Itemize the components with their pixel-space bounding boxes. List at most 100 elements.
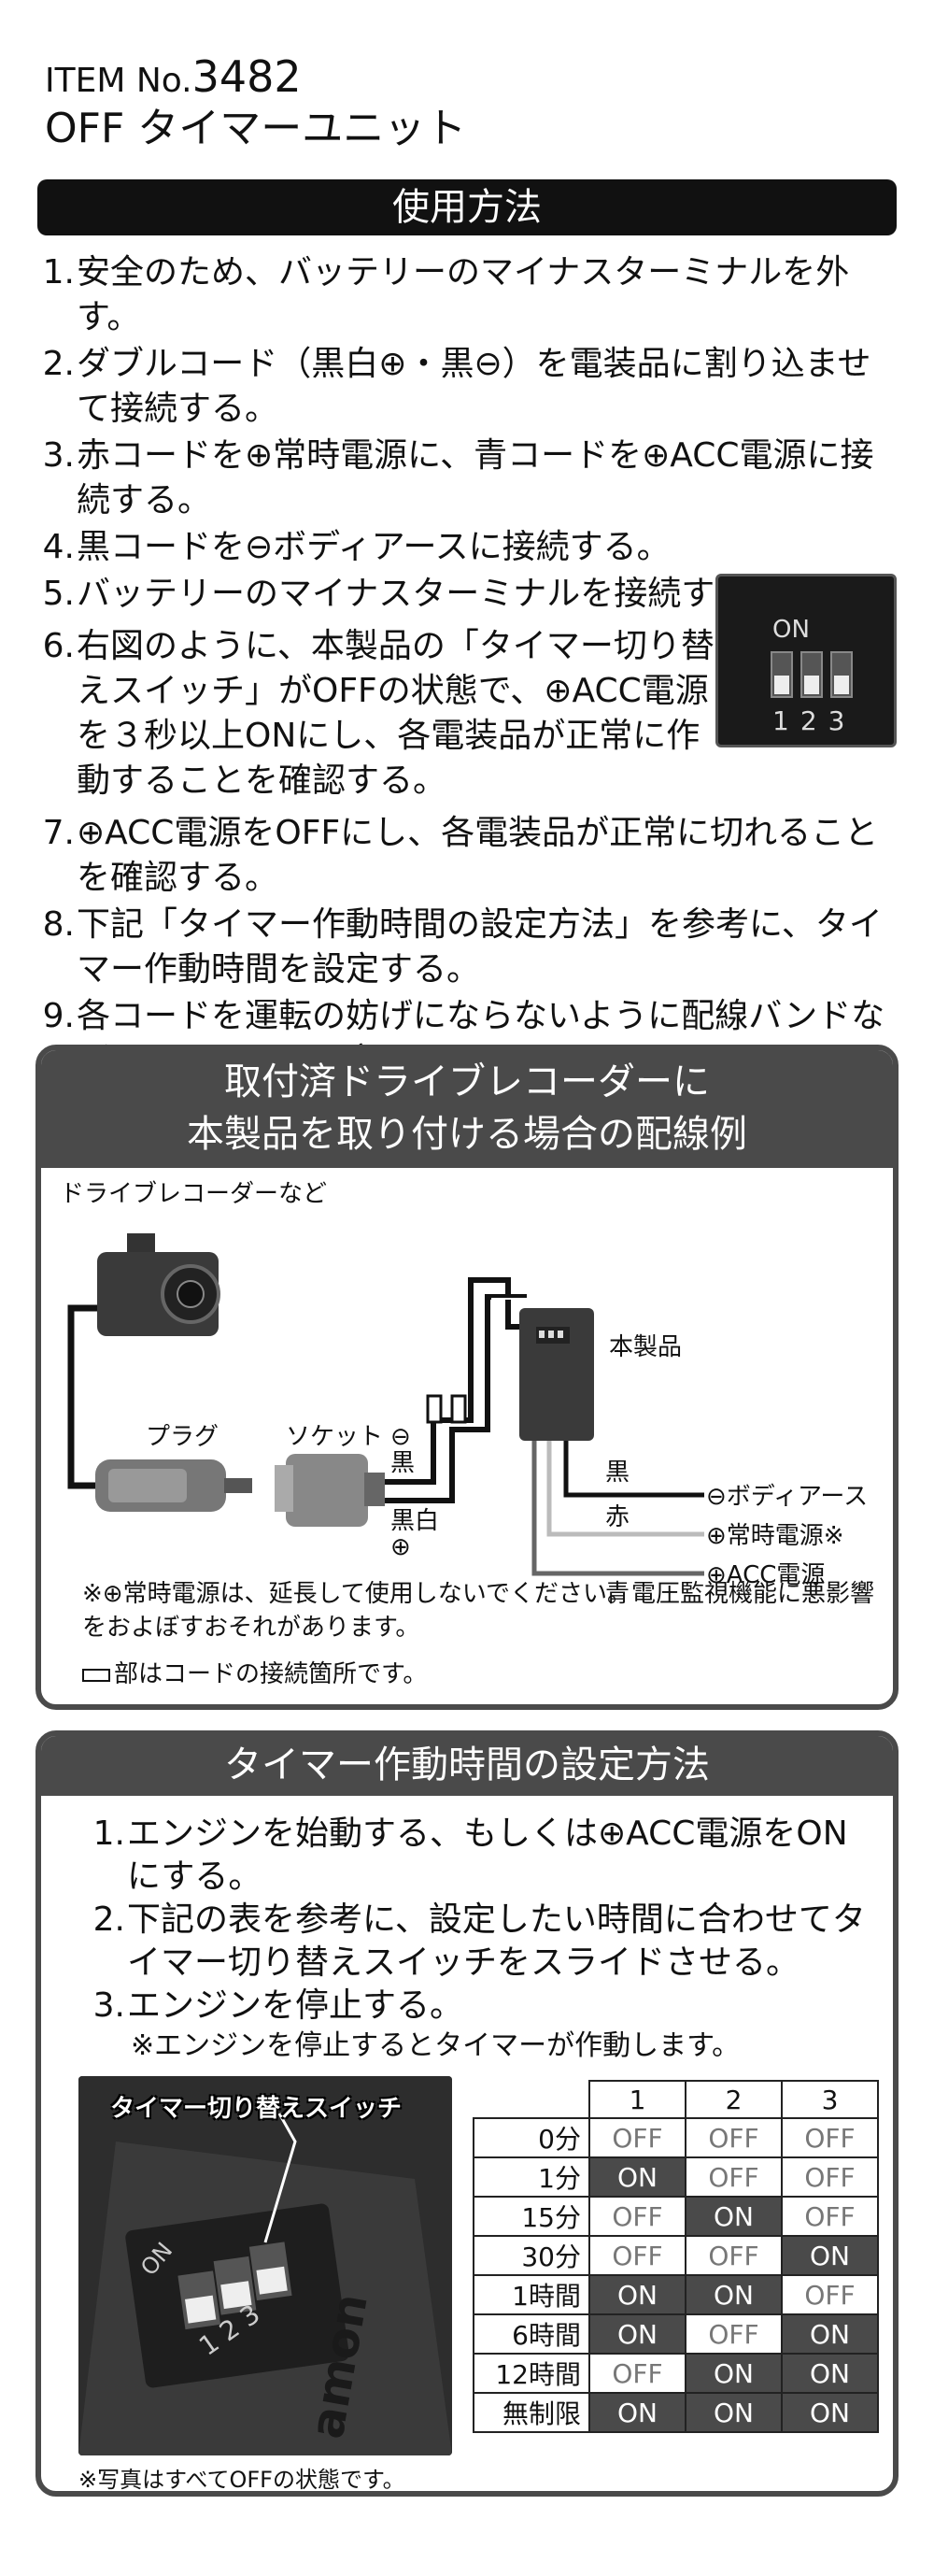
product-name: OFF タイマーユニット	[45, 105, 467, 152]
row-header: 0分	[473, 2117, 590, 2158]
table-cell: OFF	[781, 2196, 879, 2237]
timer-step: 1. エンジンを始動する、もしくは⊕ACC電源をONにする。	[84, 1813, 878, 1899]
step-number: 3.	[92, 1986, 125, 2025]
table-cell: ON	[781, 2313, 879, 2355]
step-text: エンジンを停止する。	[127, 1986, 464, 2025]
table-cell: ON	[685, 2274, 783, 2315]
row-header: 15分	[473, 2196, 590, 2237]
column-header: 3	[781, 2080, 879, 2119]
step-number: 3.	[42, 436, 75, 475]
table-cell: ON	[588, 2392, 686, 2433]
row-header: 1時間	[473, 2274, 590, 2315]
step-text: 黒コードを⊖ボディアースに接続する。	[77, 528, 671, 566]
table-cell: ON	[685, 2196, 783, 2237]
row-header: 無制限	[473, 2392, 590, 2433]
constant-power-label: ⊕常時電源※	[706, 1522, 844, 1550]
timer-setting-panel: タイマー作動時間の設定方法 1. エンジンを始動する、もしくは⊕ACC電源をON…	[35, 1730, 899, 2497]
connection-note-text: 部はコードの接続箇所です。	[114, 1660, 428, 1688]
table-cell: OFF	[781, 2117, 879, 2158]
timer-panel-title: タイマー作動時間の設定方法	[41, 1736, 893, 1796]
usage-steps: 1. 安全のため、バッテリーのマイナスターミナルを外す。 2. ダブルコード（黒…	[35, 250, 904, 1084]
product-label: 本製品	[609, 1333, 682, 1361]
table-cell: OFF	[588, 2235, 686, 2276]
body-earth-label: ⊖ボディアース	[706, 1483, 868, 1511]
wiring-title-line1: 取付済ドライブレコーダーに	[224, 1060, 710, 1103]
dip-switch-2	[800, 651, 823, 698]
wire-blue-label: 青	[605, 1580, 630, 1607]
step-number: 8.	[42, 905, 75, 944]
wiring-example-panel: 取付済ドライブレコーダーに 本製品を取り付ける場合の配線例 ドライブレコーダーな…	[35, 1045, 899, 1710]
black-white-label: 黒白	[390, 1507, 439, 1535]
table-cell: ON	[588, 2274, 686, 2315]
item-prefix: ITEM No.	[45, 62, 192, 100]
plus-sign-label: ⊕	[390, 1533, 411, 1561]
dip-on-label: ON	[772, 616, 810, 644]
plug-icon	[95, 1459, 252, 1512]
table-cell: ON	[781, 2392, 879, 2433]
timer-table-header: 1 2 3	[474, 2080, 879, 2119]
socket-label: ソケット	[286, 1423, 383, 1451]
wiring-diagram: ドライブレコーダーなど プラグ ソケット ⊖ 黒 黒白 ⊕	[60, 1180, 868, 1607]
step-text: エンジンを始動する、もしくは⊕ACC電源をONにする。	[127, 1815, 848, 1896]
dip-switch-1	[771, 651, 793, 698]
step-number: 2.	[92, 1900, 125, 1939]
step-text: 右図のように、本製品の「タイマー切り替えスイッチ」がOFFの状態で、⊕ACC電源…	[77, 627, 715, 800]
usage-step: 2. ダブルコード（黒白⊕・黒⊖）を電装品に割り込ませて接続する。	[35, 342, 904, 432]
dashcam-label: ドライブレコーダーなど	[60, 1180, 327, 1208]
step-number: 7.	[42, 814, 75, 852]
column-header: 2	[685, 2080, 783, 2119]
usage-step: 6. 右図のように、本製品の「タイマー切り替えスイッチ」がOFFの状態で、⊕AC…	[35, 624, 904, 804]
table-corner	[474, 2081, 590, 2119]
wiring-title-line2: 本製品を取り付ける場合の配線例	[187, 1113, 747, 1156]
usage-step: 4. 黒コードを⊖ボディアースに接続する。	[35, 525, 904, 570]
plug-label: プラグ	[146, 1423, 219, 1451]
switch-photo-art: ON 1 2 3 amon	[78, 2076, 452, 2455]
black-short-label: 黒	[390, 1449, 415, 1477]
table-cell: OFF	[588, 2353, 686, 2394]
usage-step: 5. バッテリーのマイナスターミナルを接続する。	[35, 572, 904, 617]
minus-sign-label: ⊖	[390, 1423, 411, 1451]
wire-red-label: 赤	[605, 1503, 630, 1531]
table-cell: ON	[588, 2313, 686, 2355]
photo-note: ※写真はすべてOFFの状態です。	[78, 2467, 405, 2493]
table-cell: OFF	[685, 2156, 783, 2198]
timer-sub-note: ※エンジンを停止するとタイマーが作動します。	[131, 2029, 741, 2062]
product-unit-icon	[519, 1308, 594, 1441]
timer-step: 2. 下記の表を参考に、設定したい時間に合わせてタイマー切り替えスイッチをスライ…	[84, 1899, 878, 1985]
table-cell: OFF	[781, 2274, 879, 2315]
usage-step: 3. 赤コードを⊕常時電源に、青コードを⊕ACC電源に接続する。	[35, 434, 904, 523]
usage-title: 使用方法	[37, 179, 897, 235]
step-text: 下記の表を参考に、設定したい時間に合わせてタイマー切り替えスイッチをスライドさせ…	[127, 1900, 866, 1982]
usage-step: 1. 安全のため、バッテリーのマイナスターミナルを外す。	[35, 250, 904, 340]
row-header: 30分	[473, 2235, 590, 2276]
dip-numbers: 123	[772, 705, 856, 736]
table-cell: ON	[685, 2353, 783, 2394]
connection-note: 部はコードの接続箇所です。	[82, 1658, 427, 1691]
acc-power-label: ⊕ACC電源	[706, 1561, 825, 1589]
dip-switch-photo: ON 123	[715, 574, 897, 747]
step-number: 5.	[42, 575, 75, 613]
item-number-line: ITEM No.3482	[45, 55, 302, 102]
step-text: 赤コードを⊕常時電源に、青コードを⊕ACC電源に接続する。	[77, 436, 874, 519]
table-cell: ON	[588, 2156, 686, 2198]
dashcam-icon	[97, 1233, 220, 1336]
step-number: 9.	[42, 997, 75, 1035]
wire-black-label: 黒	[605, 1459, 630, 1487]
column-header: 1	[588, 2080, 686, 2119]
photo-switch-label: タイマー切り替えスイッチ	[110, 2095, 403, 2123]
step-number: 6.	[42, 627, 75, 665]
step-text: 安全のため、バッテリーのマイナスターミナルを外す。	[77, 253, 850, 336]
table-cell: OFF	[685, 2313, 783, 2355]
wiring-panel-title: 取付済ドライブレコーダーに 本製品を取り付ける場合の配線例	[41, 1050, 893, 1168]
table-cell: OFF	[588, 2196, 686, 2237]
connection-box	[450, 1394, 467, 1424]
table-cell: ON	[685, 2392, 783, 2433]
